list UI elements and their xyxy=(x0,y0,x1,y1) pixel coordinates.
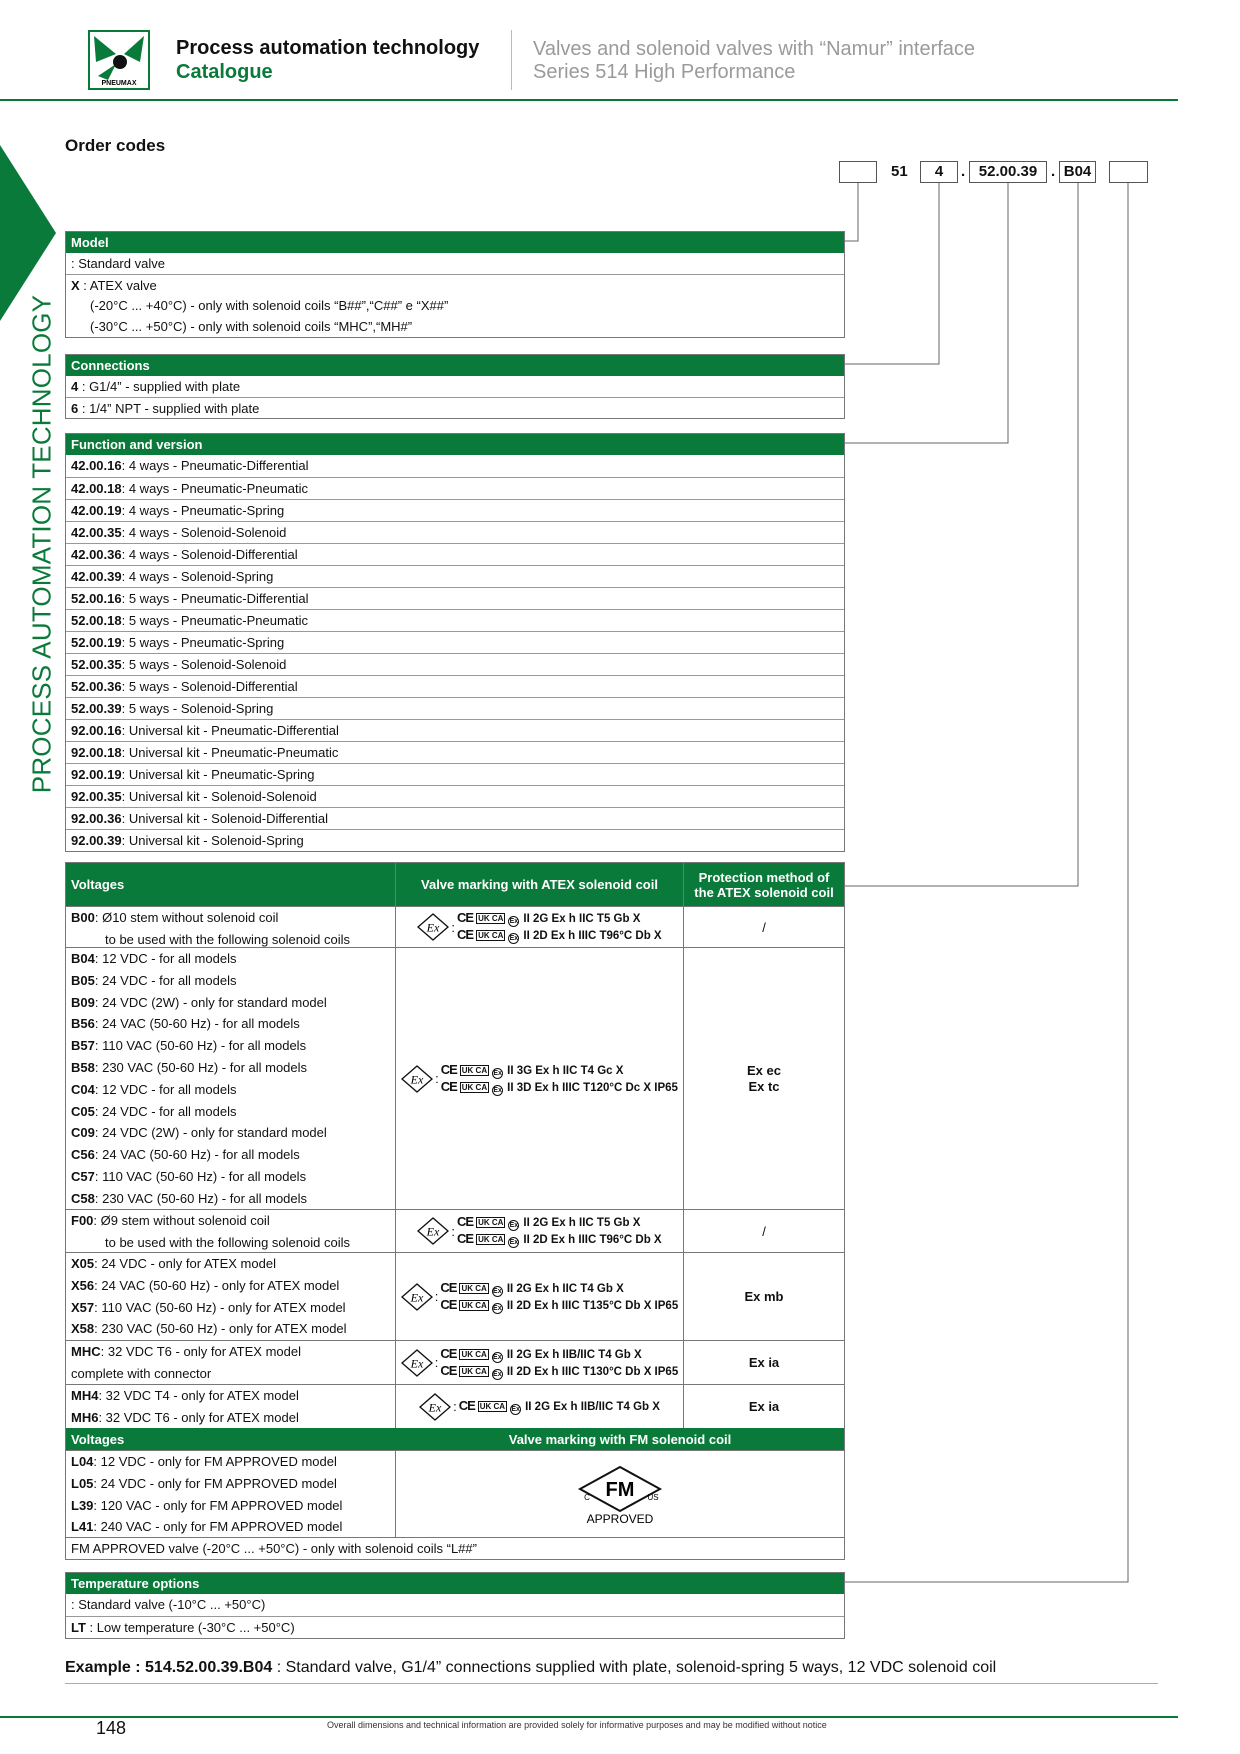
code-box-voltage: B04 xyxy=(1059,161,1096,183)
footer-disclaimer: Overall dimensions and technical informa… xyxy=(327,1720,827,1730)
order-codes-title: Order codes xyxy=(65,136,166,155)
example-rule xyxy=(65,1683,1158,1684)
temperature-row-standard: : Standard valve (-10°C ... +50°C) xyxy=(71,1597,266,1612)
fm-note: FM APPROVED valve (-20°C ... +50°C) - on… xyxy=(66,1537,844,1559)
voltage-group-b-c: B04: 12 VDC - for all models B05: 24 VDC… xyxy=(66,947,396,1209)
code-dot-2: . xyxy=(1051,163,1056,180)
function-row: 42.00.39: 4 ways - Solenoid-Spring xyxy=(66,565,844,587)
code-series-part: 51 xyxy=(891,163,908,180)
code-box-connections: 4 xyxy=(920,161,958,183)
protection-cell: / xyxy=(684,1209,844,1252)
atex-ex-icon xyxy=(401,1282,433,1311)
connections-row: 4 : G1/4” - supplied with plate xyxy=(71,379,241,394)
voltages-header: Voltages xyxy=(66,863,396,906)
connections-table: Connections 4 : G1/4” - supplied with pl… xyxy=(65,354,845,419)
function-row: 42.00.19: 4 ways - Pneumatic-Spring xyxy=(66,499,844,521)
code-dot-1: . xyxy=(961,163,966,180)
voltage-group-f00: F00: Ø9 stem without solenoid coil to be… xyxy=(66,1209,396,1252)
model-note-mh: (-30°C ... +50°C) - only with solenoid c… xyxy=(90,319,413,334)
atex-ex-icon xyxy=(419,1392,451,1421)
voltage-group-mh: MH4: 32 VDC T4 - only for ATEX model MH6… xyxy=(66,1384,396,1428)
protection-cell: Ex mb xyxy=(684,1252,844,1340)
code-box-model xyxy=(839,161,877,183)
model-header: Model xyxy=(66,232,844,253)
function-row: 92.00.39: Universal kit - Solenoid-Sprin… xyxy=(66,829,844,851)
protection-cell: Ex ia xyxy=(684,1340,844,1384)
function-row: 42.00.36: 4 ways - Solenoid-Differential xyxy=(66,543,844,565)
fm-approved-cell: FM C US APPROVED xyxy=(396,1450,844,1537)
header-divider xyxy=(511,30,512,90)
model-row-standard: : Standard valve xyxy=(71,256,165,271)
atex-ex-icon xyxy=(417,1217,450,1245)
model-row-atex: X : ATEX valve xyxy=(66,274,844,295)
atex-ex-icon xyxy=(401,1064,433,1093)
code-box-temperature xyxy=(1109,161,1148,183)
function-row: 52.00.18: 5 ways - Pneumatic-Pneumatic xyxy=(66,609,844,631)
header-series-line2: Series 514 High Performance xyxy=(533,61,796,83)
function-row: 52.00.19: 5 ways - Pneumatic-Spring xyxy=(66,631,844,653)
header-series-line1: Valves and solenoid valves with “Namur” … xyxy=(533,38,976,60)
svg-text:FM: FM xyxy=(606,1479,635,1501)
atex-ex-icon xyxy=(417,913,450,941)
logo-graphic: PNEUMAX xyxy=(94,36,144,87)
function-row: 52.00.35: 5 ways - Solenoid-Solenoid xyxy=(66,653,844,675)
header-subtitle: Catalogue xyxy=(176,61,273,83)
function-row: 92.00.18: Universal kit - Pneumatic-Pneu… xyxy=(66,741,844,763)
voltage-group-x: X05: 24 VDC - only for ATEX model X56: 2… xyxy=(66,1252,396,1340)
fm-approved-logo: FM C US APPROVED xyxy=(577,1465,663,1525)
atex-marking-header: Valve marking with ATEX solenoid coil xyxy=(396,863,684,906)
page-number: 148 xyxy=(96,1718,127,1738)
example-line: Example : 514.52.00.39.B04 : Standard va… xyxy=(65,1659,997,1676)
function-row: 42.00.16: 4 ways - Pneumatic-Differentia… xyxy=(71,458,309,473)
model-table: Model : Standard valve X : ATEX valve (-… xyxy=(65,231,845,338)
pneumax-logo: PNEUMAX xyxy=(88,30,150,90)
model-note-b-c-x: (-20°C ... +40°C) - only with solenoid c… xyxy=(90,298,449,313)
protection-cell: Ex ia xyxy=(684,1384,844,1428)
header-rule xyxy=(0,99,1178,101)
svg-text:C: C xyxy=(584,1493,590,1502)
code-box-function: 52.00.39 xyxy=(969,161,1047,183)
function-header: Function and version xyxy=(66,434,844,455)
footer-rule xyxy=(0,1716,1178,1718)
protection-cell: / xyxy=(684,906,844,947)
connections-row: 6 : 1/4” NPT - supplied with plate xyxy=(66,397,844,418)
fm-marking-header: Valve marking with FM solenoid coil xyxy=(396,1428,844,1450)
temperature-header: Temperature options xyxy=(66,1573,844,1594)
logo-text: PNEUMAX xyxy=(101,80,136,87)
function-row: 42.00.18: 4 ways - Pneumatic-Pneumatic xyxy=(66,477,844,499)
temperature-row-low: LT : Low temperature (-30°C ... +50°C) xyxy=(66,1616,844,1638)
voltage-group-mhc: MHC: 32 VDC T6 - only for ATEX model com… xyxy=(66,1340,396,1384)
function-row: 52.00.36: 5 ways - Solenoid-Differential xyxy=(66,675,844,697)
function-row: 92.00.16: Universal kit - Pneumatic-Diff… xyxy=(66,719,844,741)
function-row: 92.00.19: Universal kit - Pneumatic-Spri… xyxy=(66,763,844,785)
function-row: 52.00.39: 5 ways - Solenoid-Spring xyxy=(66,697,844,719)
function-table: Function and version 42.00.16: 4 ways - … xyxy=(65,433,845,852)
atex-ex-icon xyxy=(401,1348,433,1377)
connections-header: Connections xyxy=(66,355,844,376)
voltage-group-b00: B00: Ø10 stem without solenoid coil to b… xyxy=(66,906,396,947)
header-title: Process automation technology xyxy=(176,37,480,59)
voltages-table: Voltages Valve marking with ATEX solenoi… xyxy=(65,862,845,1560)
voltage-group-fm: L04: 12 VDC - only for FM APPROVED model… xyxy=(66,1450,396,1537)
temperature-table: Temperature options : Standard valve (-1… xyxy=(65,1572,845,1639)
function-row: 42.00.35: 4 ways - Solenoid-Solenoid xyxy=(66,521,844,543)
function-row: 92.00.36: Universal kit - Solenoid-Diffe… xyxy=(66,807,844,829)
side-tab-triangle xyxy=(0,145,56,321)
function-row: 52.00.16: 5 ways - Pneumatic-Differentia… xyxy=(66,587,844,609)
svg-text:US: US xyxy=(647,1493,658,1502)
function-row: 92.00.35: Universal kit - Solenoid-Solen… xyxy=(66,785,844,807)
svg-text:APPROVED: APPROVED xyxy=(587,1512,654,1525)
fm-voltages-header: Voltages xyxy=(66,1428,396,1450)
